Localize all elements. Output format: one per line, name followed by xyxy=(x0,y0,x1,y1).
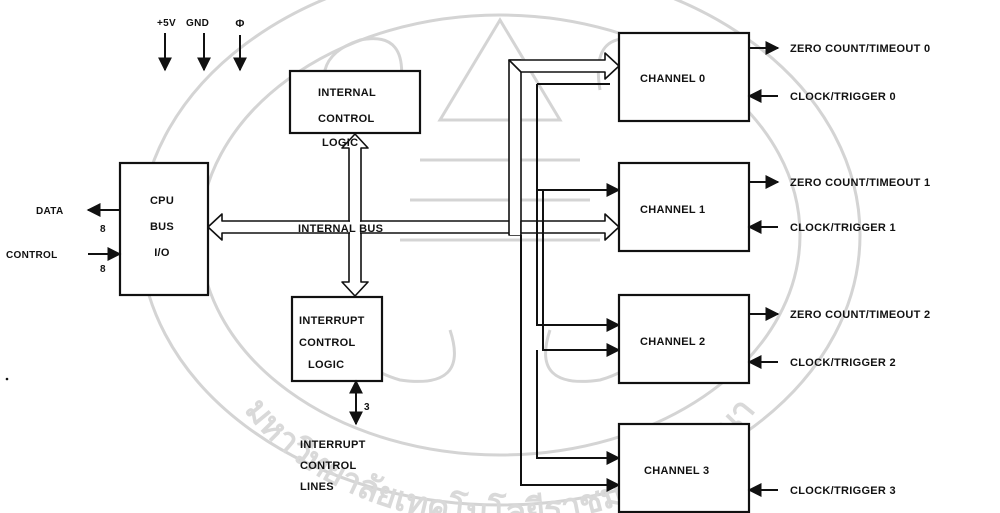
university-seal-watermark: มหาวิทยาลัยเทคโนโลยีราชมงคลล้านนา xyxy=(140,0,860,513)
data-label: DATA xyxy=(36,206,64,217)
channel-3-label: CHANNEL 3 xyxy=(644,465,709,477)
scan-dot xyxy=(6,378,9,381)
svg-text:I/O: I/O xyxy=(154,247,170,259)
channel-2-output: ZERO COUNT/TIMEOUT 2 xyxy=(790,309,930,321)
channel-bus-lower xyxy=(521,84,619,485)
bus-branch-channel-0 xyxy=(509,53,619,79)
control-label: CONTROL xyxy=(6,250,58,261)
channel-1-output: ZERO COUNT/TIMEOUT 1 xyxy=(790,177,930,189)
internal-control-logic-block: INTERNAL CONTROL LOGIC xyxy=(290,71,420,149)
svg-text:CONTROL: CONTROL xyxy=(299,337,355,349)
channel-1-input: CLOCK/TRIGGER 1 xyxy=(790,222,896,234)
channel-3-input: CLOCK/TRIGGER 3 xyxy=(790,485,896,497)
svg-text:LINES: LINES xyxy=(300,481,334,493)
channel-0-label: CHANNEL 0 xyxy=(640,73,705,85)
bus-to-interrupt-control xyxy=(342,233,368,296)
phi-label: Φ xyxy=(235,18,244,30)
svg-text:CONTROL: CONTROL xyxy=(318,113,374,125)
channel-2: CHANNEL 2 ZERO COUNT/TIMEOUT 2 CLOCK/TRI… xyxy=(619,295,930,383)
interrupt-lines-width: 3 xyxy=(364,402,370,413)
bus-vertical xyxy=(509,60,521,235)
control-width: 8 xyxy=(100,264,106,275)
svg-text:INTERNAL: INTERNAL xyxy=(318,87,376,99)
svg-text:BUS: BUS xyxy=(150,221,174,233)
svg-text:INTERRUPT: INTERRUPT xyxy=(300,439,366,451)
svg-text:CONTROL: CONTROL xyxy=(300,460,356,472)
channel-2-label: CHANNEL 2 xyxy=(640,336,705,348)
data-width: 8 xyxy=(100,224,106,235)
cpu-bus-io-block: CPU BUS I/O xyxy=(120,163,208,295)
channel-2-input: CLOCK/TRIGGER 2 xyxy=(790,357,896,369)
vcc-label: +5V xyxy=(157,18,176,29)
svg-text:CPU: CPU xyxy=(150,195,174,207)
svg-text:INTERRUPT: INTERRUPT xyxy=(299,315,365,327)
svg-text:LOGIC: LOGIC xyxy=(322,137,358,149)
channel-0: CHANNEL 0 ZERO COUNT/TIMEOUT 0 CLOCK/TRI… xyxy=(619,33,930,121)
svg-text:LOGIC: LOGIC xyxy=(308,359,344,371)
cpu-ports: DATA 8 CONTROL 8 xyxy=(6,206,120,275)
channel-0-input: CLOCK/TRIGGER 0 xyxy=(790,91,896,103)
internal-bus-label: INTERNAL BUS xyxy=(298,223,383,235)
interrupt-control-logic-block: INTERRUPT CONTROL LOGIC xyxy=(292,297,382,381)
channel-0-output: ZERO COUNT/TIMEOUT 0 xyxy=(790,43,930,55)
channel-3: CHANNEL 3 CLOCK/TRIGGER 3 xyxy=(619,424,896,512)
supply-inputs: +5V GND Φ xyxy=(157,18,245,70)
channel-1-label: CHANNEL 1 xyxy=(640,204,705,216)
bus-branch-channel-1 xyxy=(521,214,619,240)
channel-1: CHANNEL 1 ZERO COUNT/TIMEOUT 1 CLOCK/TRI… xyxy=(619,163,930,251)
gnd-label: GND xyxy=(186,18,209,29)
